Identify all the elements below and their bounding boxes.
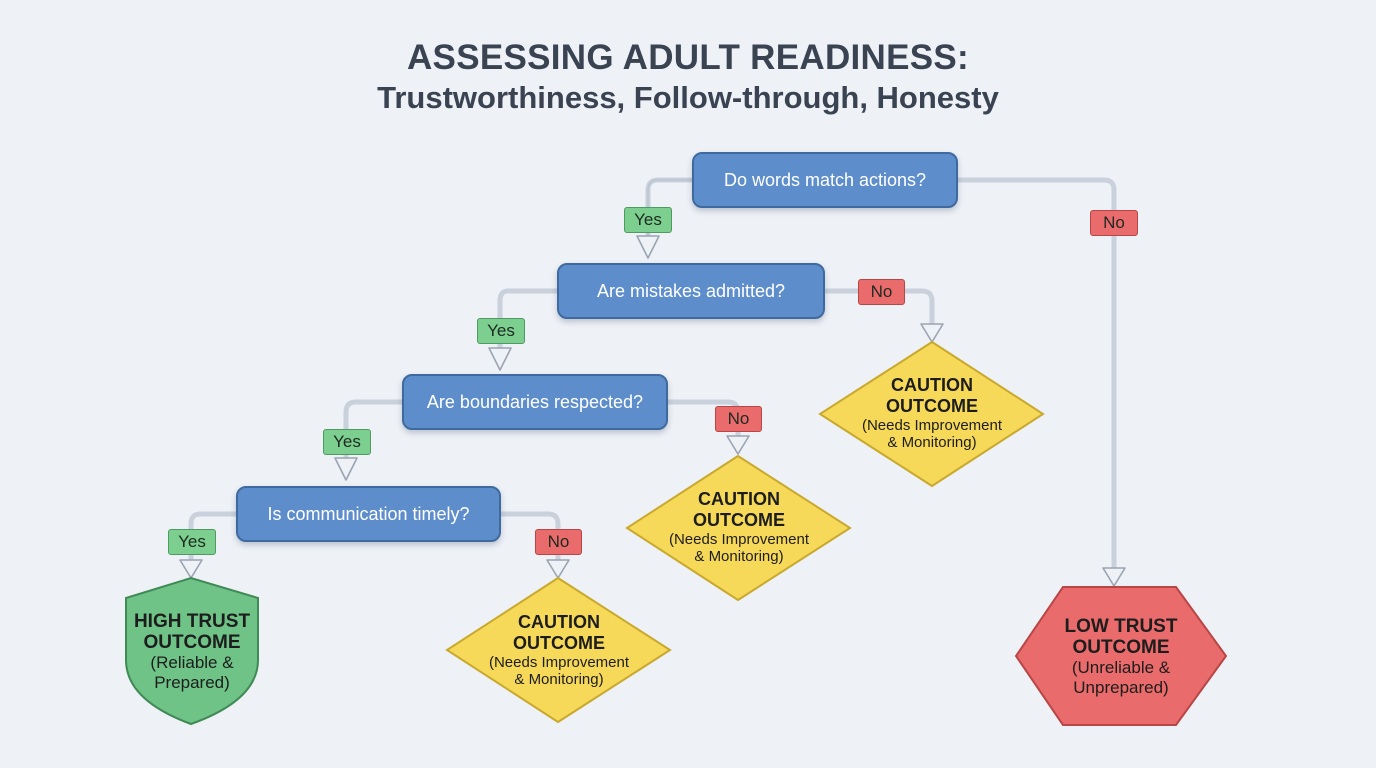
- yes-label-q1: Yes: [624, 207, 672, 233]
- high-trust-title-line1: HIGH TRUST: [133, 611, 251, 632]
- connector-q4-yes: [188, 511, 236, 564]
- arrowhead-q3-no: [726, 435, 750, 455]
- caution-sub-line2: & Monitoring): [887, 434, 977, 451]
- arrowhead-q1-no: [1102, 567, 1126, 587]
- arrowhead-q3-yes: [334, 457, 358, 481]
- caution-title-line1: CAUTION: [698, 489, 780, 509]
- connector-q3-yes: [343, 399, 402, 470]
- arrowhead-q1-yes: [636, 235, 660, 259]
- connector-q1-no: [958, 177, 1117, 572]
- arrowhead-q2-yes: [488, 347, 512, 371]
- caution-diamond-3: [445, 576, 672, 724]
- low-trust-hexagon: [1014, 586, 1228, 726]
- low-trust-title-line2: OUTCOME: [1072, 637, 1170, 658]
- yes-label-q3: Yes: [323, 429, 371, 455]
- connector-q2-yes: [497, 288, 557, 360]
- high-trust-sub-line2: Prepared): [154, 673, 230, 692]
- caution-title-line1: CAUTION: [891, 375, 973, 395]
- caution-sub-line2: & Monitoring): [694, 548, 784, 565]
- caution-title-line2: OUTCOME: [693, 510, 785, 530]
- no-label-q4: No: [535, 529, 582, 555]
- no-label-q3: No: [715, 406, 762, 432]
- diagram-subtitle: Trustworthiness, Follow-through, Honesty: [377, 80, 999, 115]
- caution-sub-line1: (Needs Improvement: [668, 531, 810, 548]
- question-boundaries-respected: Are boundaries respected?: [402, 374, 668, 430]
- caution-title-line2: OUTCOME: [886, 396, 978, 416]
- no-label-q1: No: [1090, 210, 1138, 236]
- high-trust-outcome: HIGH TRUST OUTCOME (Reliable & Prepared): [126, 611, 258, 693]
- low-trust-sub-line2: Unprepared): [1073, 678, 1169, 697]
- question-communication-timely: Is communication timely?: [236, 486, 501, 542]
- question-words-match-actions: Do words match actions?: [692, 152, 958, 208]
- caution-title-line1: CAUTION: [518, 612, 600, 632]
- arrowhead-q2-no: [920, 323, 944, 343]
- low-trust-sub-line1: (Unreliable &: [1071, 658, 1171, 677]
- diagram-title: ASSESSING ADULT READINESS:: [406, 38, 970, 77]
- high-trust-sub-line1: (Reliable &: [150, 653, 234, 672]
- low-trust-title-line1: LOW TRUST: [1064, 616, 1178, 637]
- high-trust-title-line2: OUTCOME: [143, 632, 241, 653]
- question-mistakes-admitted: Are mistakes admitted?: [557, 263, 825, 319]
- yes-label-q4: Yes: [168, 529, 216, 555]
- arrowhead-q4-no: [546, 559, 570, 579]
- caution-sub-line1: (Needs Improvement: [488, 654, 630, 671]
- caution-title-line2: OUTCOME: [513, 633, 605, 653]
- yes-label-q2: Yes: [477, 318, 525, 344]
- high-trust-shield: [125, 576, 259, 726]
- arrowhead-q4-yes: [179, 559, 203, 579]
- caution-sub-line2: & Monitoring): [514, 671, 604, 688]
- caution-outcome-1: CAUTION OUTCOME (Needs Improvement & Mon…: [842, 375, 1022, 451]
- connector-q2-no: [825, 288, 935, 328]
- connector-q4-no: [501, 511, 561, 564]
- no-label-q2: No: [858, 279, 905, 305]
- caution-diamond-2: [625, 454, 852, 602]
- caution-outcome-3: CAUTION OUTCOME (Needs Improvement & Mon…: [469, 612, 649, 688]
- caution-diamond-1: [818, 340, 1045, 488]
- caution-outcome-2: CAUTION OUTCOME (Needs Improvement & Mon…: [649, 489, 829, 565]
- caution-sub-line1: (Needs Improvement: [861, 417, 1003, 434]
- low-trust-outcome: LOW TRUST OUTCOME (Unreliable & Unprepar…: [1041, 616, 1201, 698]
